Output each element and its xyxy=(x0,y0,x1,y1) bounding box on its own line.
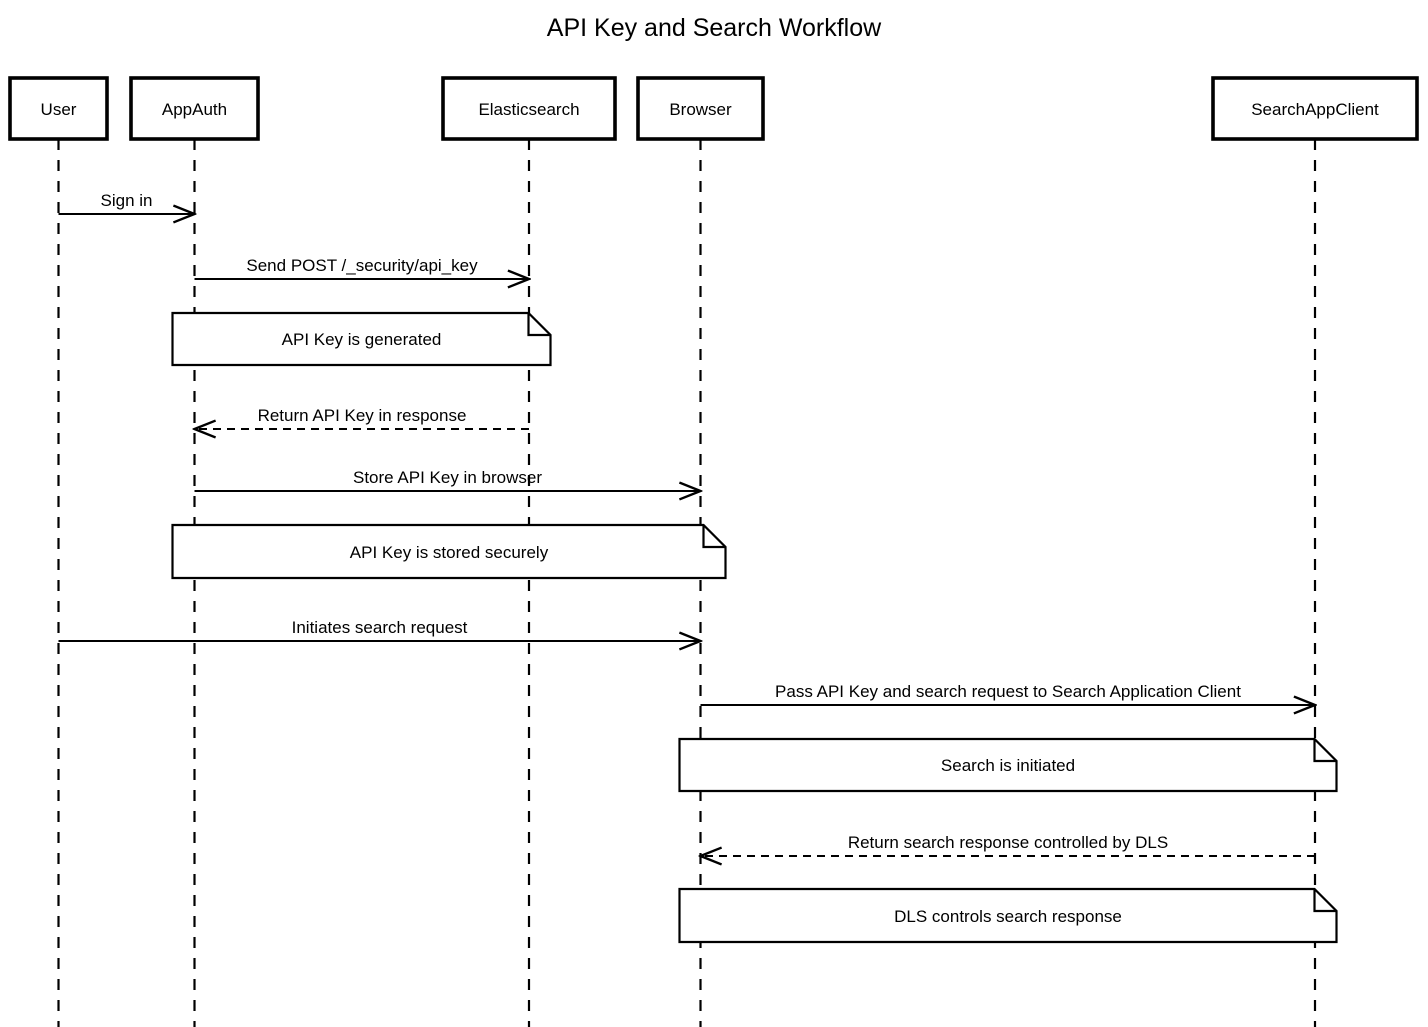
participant-name: AppAuth xyxy=(162,100,227,119)
participant-box xyxy=(441,76,617,141)
message-initiates-search-request: Initiates search request xyxy=(58,618,701,641)
participant-box xyxy=(8,76,109,141)
note-text: API Key is generated xyxy=(282,330,442,349)
note-shape xyxy=(678,887,1338,944)
note-shape xyxy=(171,311,552,367)
message-pass-api-key-and-search-request: Pass API Key and search request to Searc… xyxy=(700,682,1316,705)
note-fold-icon xyxy=(702,525,726,549)
note-text: Search is initiated xyxy=(941,756,1075,775)
message-sign-in: Sign in xyxy=(58,191,195,214)
note-text: DLS controls search response xyxy=(894,907,1122,926)
message-label: Initiates search request xyxy=(292,618,468,637)
note-fold-icon xyxy=(1313,889,1337,913)
participant-user: User xyxy=(8,76,109,141)
diagram-title: API Key and Search Workflow xyxy=(547,14,882,42)
note-dls-controls-search-response: DLS controls search response xyxy=(678,887,1338,944)
message-label: Sign in xyxy=(101,191,153,210)
participant-browser: Browser xyxy=(636,76,765,141)
notes: API Key is generated API Key is stored s… xyxy=(171,311,1338,944)
participant-name: User xyxy=(41,100,77,119)
participant-appauth: AppAuth xyxy=(129,76,260,141)
note-fold-icon xyxy=(1313,739,1337,763)
participant-name: Elasticsearch xyxy=(478,100,579,119)
note-shape xyxy=(171,523,727,580)
messages: Sign in Send POST /_security/api_key Ret… xyxy=(58,191,1316,856)
participant-elasticsearch: Elasticsearch xyxy=(441,76,617,141)
message-label: Store API Key in browser xyxy=(353,468,542,487)
note-api-key-stored-securely: API Key is stored securely xyxy=(171,523,727,580)
note-shape xyxy=(678,737,1338,793)
message-label: Pass API Key and search request to Searc… xyxy=(775,682,1241,701)
message-store-api-key-in-browser: Store API Key in browser xyxy=(194,468,701,491)
note-search-is-initiated: Search is initiated xyxy=(678,737,1338,793)
participants: User AppAuth Elasticsearch Browser Searc… xyxy=(8,76,1419,141)
message-return-api-key-in-response: Return API Key in response xyxy=(195,406,529,429)
message-return-search-response-dls: Return search response controlled by DLS xyxy=(701,833,1315,856)
participant-box xyxy=(636,76,765,141)
participant-searchappclient: SearchAppClient xyxy=(1211,76,1419,141)
participant-box xyxy=(129,76,260,141)
note-fold-icon xyxy=(527,313,551,337)
note-api-key-generated: API Key is generated xyxy=(171,311,552,367)
participant-box xyxy=(1211,76,1419,141)
message-label: Return API Key in response xyxy=(258,406,467,425)
participant-name: SearchAppClient xyxy=(1251,100,1379,119)
note-text: API Key is stored securely xyxy=(350,543,549,562)
message-send-post-security-api-key: Send POST /_security/api_key xyxy=(194,256,530,279)
message-label: Return search response controlled by DLS xyxy=(848,833,1168,852)
message-label: Send POST /_security/api_key xyxy=(246,256,478,275)
participant-name: Browser xyxy=(669,100,732,119)
